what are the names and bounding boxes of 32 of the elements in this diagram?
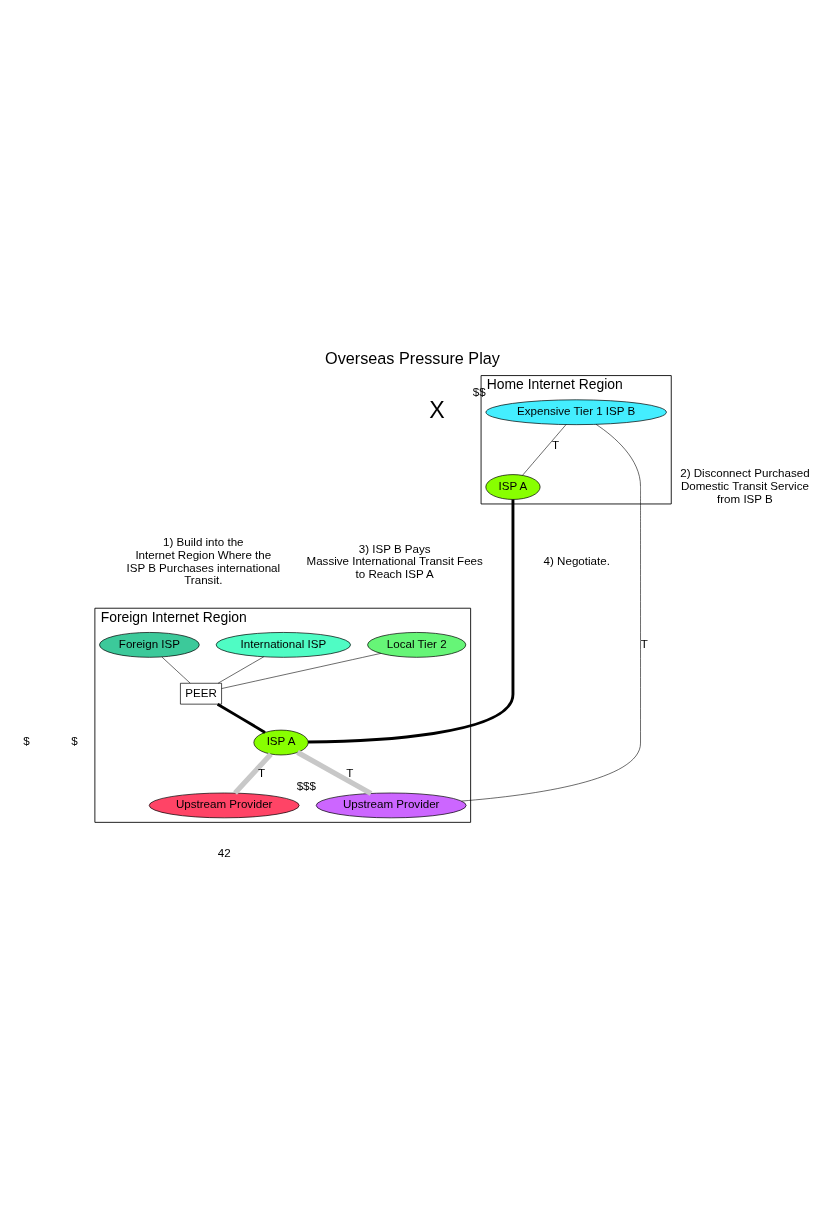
connector [217,655,265,683]
label: 4) Negotiate. [543,554,610,567]
label: 2) Disconnect Purchased Domestic Transit Service from ISP B [680,466,810,505]
connector [233,751,273,795]
connector [308,498,515,743]
node-ellipse: Upstream Provider [315,792,467,818]
node-box: PEER [180,682,222,704]
label: $ [71,734,78,747]
node-ellipse: Foreign ISP [99,631,200,658]
edge-label: T [552,438,560,451]
edge-label: T [258,766,266,779]
label: 3) ISP B Pays Massive International Transit Fees to Reach ISP A [306,542,483,580]
node-label: $$ [472,385,486,398]
node-ellipse: ISP A [485,473,541,500]
node-ellipse: International ISP [215,631,351,658]
node-ellipse: Expensive Tier 1 ISP B [485,398,667,425]
connector [296,749,373,796]
edge-label: T [640,637,648,650]
node-label: $$$ [296,779,316,792]
connector [461,423,641,801]
node-ellipse: Local Tier 2 [367,631,467,658]
node-ellipse: Upstream Provider [148,792,300,818]
connector [522,423,567,476]
label: X [429,396,445,423]
connector [221,652,382,689]
label: 42 [217,846,231,859]
label: $ [23,734,30,747]
connector [216,702,266,734]
node-ellipse: ISP A [253,729,309,755]
label: 1) Build into the Internet Region Where the ISP B Purchases international Transit. [126,535,281,586]
edge-label: T [346,766,354,779]
diagram-title: Overseas Pressure Play [325,348,500,367]
